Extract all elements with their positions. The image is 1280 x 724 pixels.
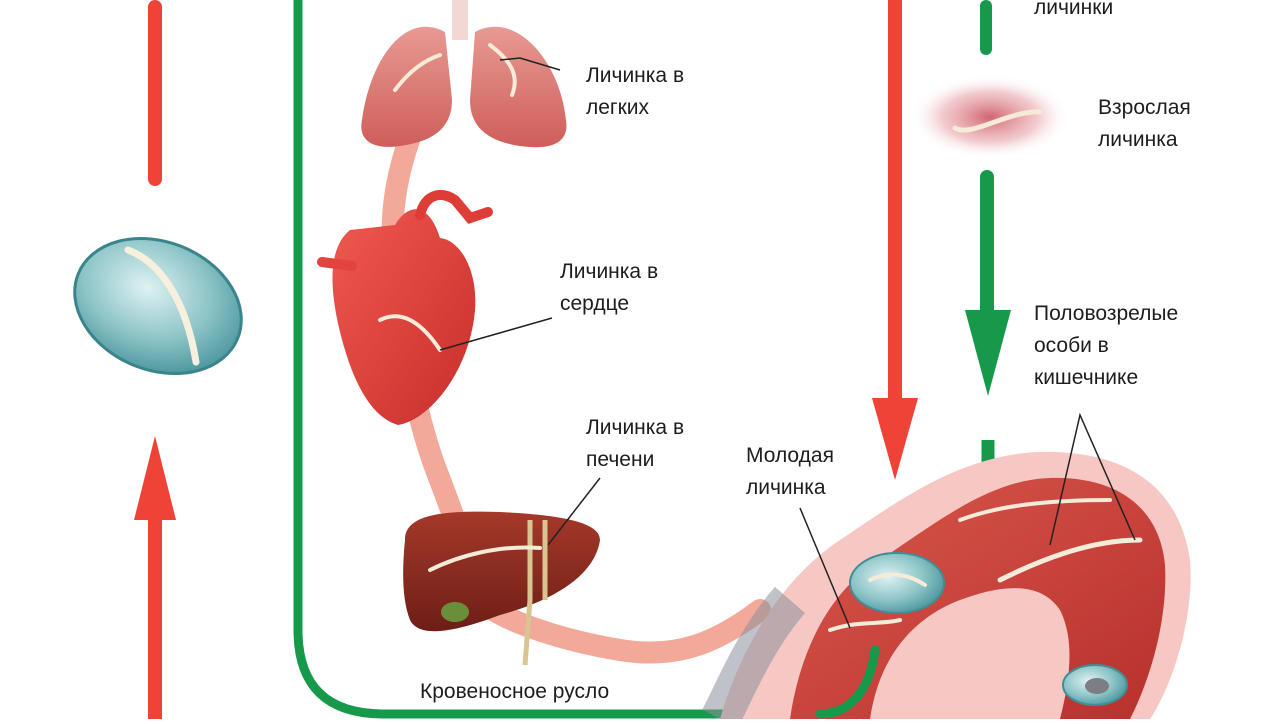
label-top-right-partial: личинки — [1034, 0, 1114, 19]
intestine-icon — [702, 412, 1191, 724]
green-cycle-line — [293, 0, 820, 719]
larva-icon — [910, 75, 1070, 159]
label-bloodstream: Кровеносное русло — [420, 680, 610, 703]
lungs-icon — [361, 0, 567, 148]
left-red-arrow-up — [134, 0, 176, 719]
middle-red-arrow-down — [872, 0, 918, 480]
egg-icon — [73, 236, 243, 376]
liver-icon — [403, 477, 601, 666]
green-hook — [815, 645, 880, 719]
heart-icon — [317, 190, 553, 425]
